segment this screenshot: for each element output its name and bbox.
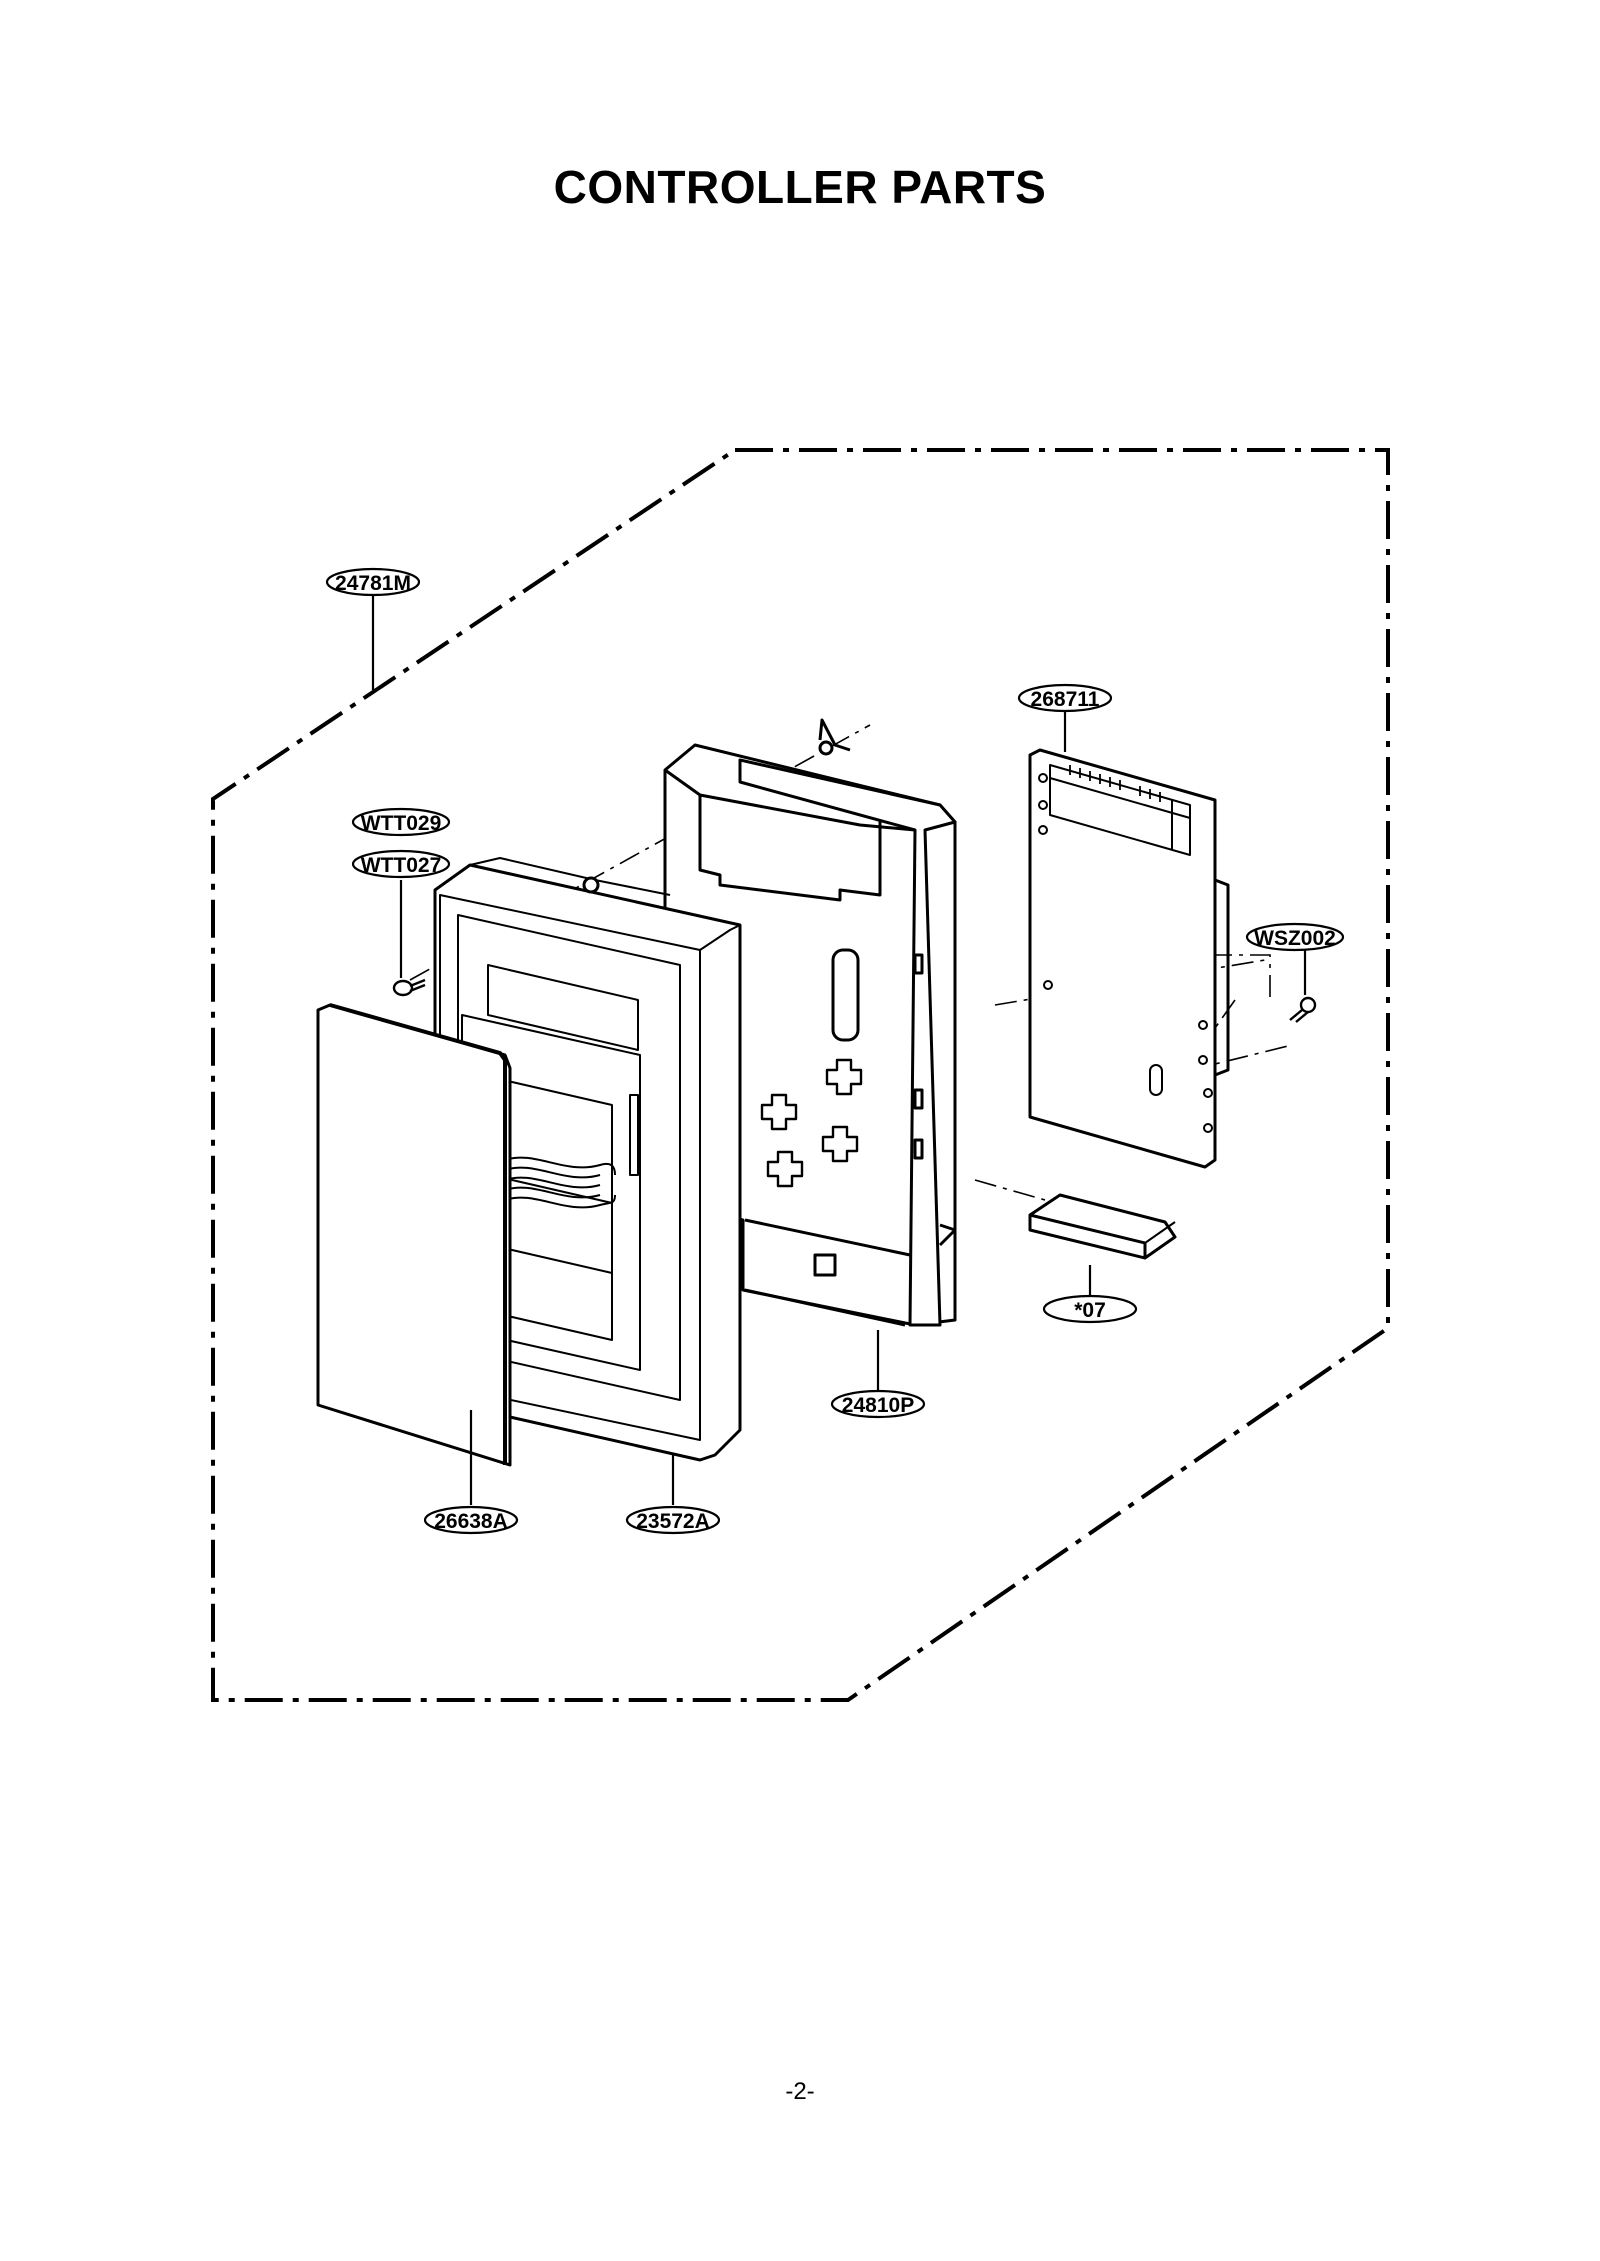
page-title: CONTROLLER PARTS bbox=[553, 161, 1047, 213]
svg-text:268711: 268711 bbox=[1031, 688, 1100, 711]
svg-text:23572A: 23572A bbox=[636, 1510, 710, 1533]
svg-text:WTT027: WTT027 bbox=[361, 854, 442, 877]
callout-pcb: 268711 bbox=[1017, 683, 1113, 713]
connector-part bbox=[1028, 1193, 1177, 1260]
svg-text:WSZ002: WSZ002 bbox=[1254, 927, 1336, 950]
screw-part bbox=[392, 978, 426, 997]
callout-screw-wtt027: WTT027 bbox=[351, 849, 451, 879]
callout-control-panel: 23572A bbox=[625, 1505, 721, 1535]
pcb-screw-part bbox=[1289, 996, 1317, 1023]
svg-text:26638A: 26638A bbox=[434, 1510, 508, 1533]
ribbon-cable bbox=[504, 1156, 616, 1209]
assembly-boundary bbox=[211, 448, 1390, 1702]
callout-panel-sheet: 26638A bbox=[423, 1505, 519, 1535]
key-openings bbox=[760, 1058, 863, 1188]
callout-screw-wtt029: WTT029 bbox=[351, 807, 451, 837]
svg-text:24810P: 24810P bbox=[842, 1394, 914, 1417]
leader-lines bbox=[371, 595, 1307, 1505]
panel-sheet-part bbox=[316, 1003, 512, 1467]
callout-pcb-screw: WSZ002 bbox=[1245, 922, 1345, 952]
pcb-part bbox=[1028, 748, 1230, 1169]
callout-assembly: 24781M bbox=[325, 567, 421, 597]
page-number: -2- bbox=[785, 2078, 815, 2105]
svg-text:*07: *07 bbox=[1074, 1299, 1106, 1322]
callout-bracket: 24810P bbox=[830, 1389, 926, 1419]
svg-text:WTT029: WTT029 bbox=[361, 812, 442, 835]
svg-text:24781M: 24781M bbox=[335, 572, 411, 595]
callout-connector: *07 bbox=[1042, 1294, 1138, 1324]
